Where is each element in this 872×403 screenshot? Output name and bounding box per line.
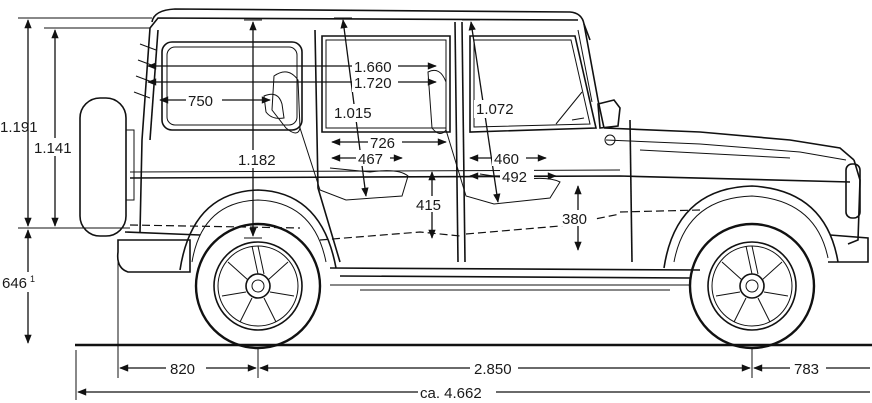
label-shoulder-front: 1.660 [354,59,392,76]
label-wheelbase: 2.850 [474,361,512,378]
label-footnote: 1 [30,274,35,284]
label-rear-headroom: 1.182 [238,152,276,169]
front-wheel [688,222,816,350]
label-front-seat-depth: 492 [502,169,527,186]
label-rear-overhang: 820 [170,361,195,378]
label-rear-seat-depth: 467 [358,151,383,168]
label-rear-seat-headroom: 1.015 [334,105,372,122]
label-front-seat-pedal: 460 [494,151,519,168]
dimension-labels: 1.191 1.141 646 1 820 2.850 783 ca. 4.66… [0,58,826,402]
label-front-headroom: 1.072 [476,101,514,118]
label-shoulder-rear: 1.720 [354,75,392,92]
label-ground-clearance: 646 [2,275,27,292]
label-body-height: 1.141 [34,140,72,157]
label-overall-length: ca. 4.662 [420,385,482,402]
label-front-overhang: 783 [794,361,819,378]
vehicle-body [79,8,869,291]
label-overall-height: 1.191 [0,119,38,136]
label-rear-legroom: 750 [188,93,213,110]
label-front-seat-height: 380 [562,211,587,228]
rear-wheel [194,222,322,350]
label-rear-seat-height: 415 [416,197,441,214]
label-interior-rear-length: 726 [370,135,395,152]
